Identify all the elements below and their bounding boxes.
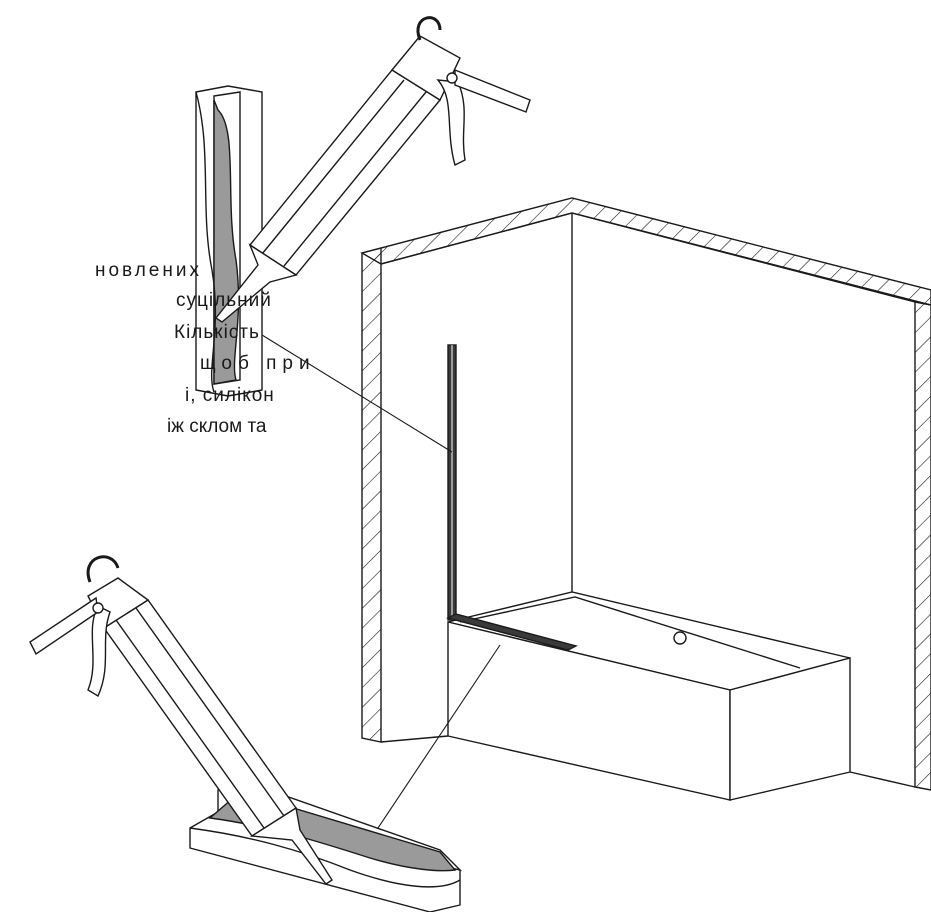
instruction-line-5: і, силікон <box>185 385 275 406</box>
left-wall-section <box>361 247 382 743</box>
caulking-gun-top <box>214 16 531 323</box>
right-wall-section <box>914 301 931 791</box>
instruction-line-4: щоб при <box>200 353 316 374</box>
nozzle-bottom <box>249 806 333 885</box>
trigger-bottom <box>87 605 111 698</box>
vertical-profile-detail <box>195 85 263 397</box>
bathtub <box>447 591 851 801</box>
instruction-line-3: Кількість <box>174 322 260 343</box>
caulking-gun-bottom <box>29 555 333 885</box>
cartridge-bottom <box>103 599 297 837</box>
glass-screen <box>446 344 578 651</box>
instruction-line-1: новлених <box>95 260 202 281</box>
grip-top <box>454 68 531 113</box>
grip-bottom <box>29 596 99 656</box>
drain-icon <box>673 631 687 645</box>
bathtub-side <box>729 657 851 801</box>
trigger-top <box>436 79 466 167</box>
room-walls <box>360 197 931 791</box>
ceiling-section <box>360 197 931 306</box>
instruction-line-6: іж склом та <box>167 416 267 437</box>
bottom-seal-strip <box>446 613 578 651</box>
leader-lines <box>261 334 501 841</box>
nozzle-top <box>214 243 298 323</box>
instruction-line-2: суцільний <box>176 290 272 311</box>
